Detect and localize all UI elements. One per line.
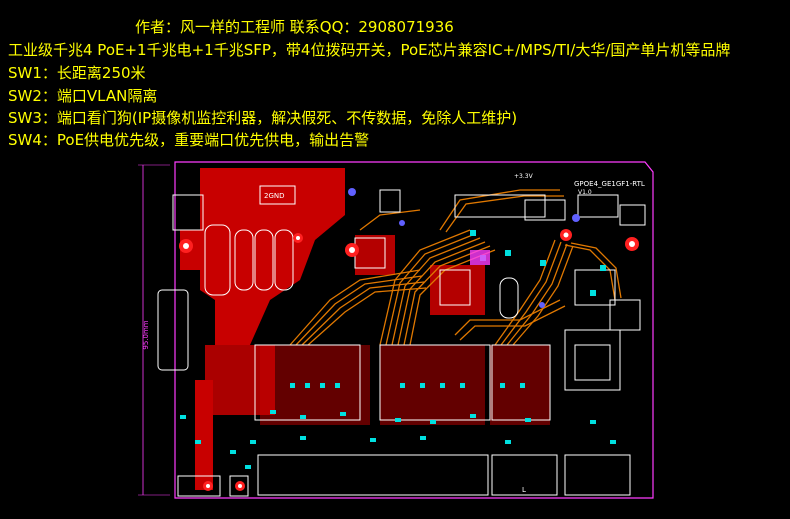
product-description-line: 工业级千兆4 PoE+1千兆电+1千兆SFP，带4位拨码开关，PoE芯片兼容IC…: [8, 41, 731, 59]
sw2-line: SW2：端口VLAN隔离: [8, 87, 158, 105]
dimension-label: 95.0mm: [142, 320, 150, 349]
gnd-label: 2GND: [264, 192, 285, 200]
board-name-label: GPOE4_GE1GF1-RTL: [574, 180, 645, 188]
dimension-marker: 95.0mm: [138, 164, 170, 496]
voltage-label: +3.3V: [514, 173, 534, 180]
copper-pour-left: [180, 168, 345, 490]
author-contact-line: 作者：风一样的工程师 联系QQ：2908071936: [135, 18, 454, 36]
board-outline: [174, 161, 654, 499]
board-version-label: V1.0: [578, 189, 592, 196]
smd-pads: [180, 230, 616, 469]
sw4-line: SW4：PoE供电优先级，重要端口优先供电，输出告警: [8, 131, 370, 149]
highlighted-component: [470, 250, 490, 265]
sw3-line: SW3：端口看门狗(IP摄像机监控利器，解决假死、不传数据，免除人工维护): [8, 109, 518, 127]
vias: [348, 188, 580, 308]
mounting-holes: [179, 229, 639, 491]
silkscreen-components: [157, 185, 646, 497]
sw1-line: SW1：长距离250米: [8, 64, 146, 82]
port-marker-label: L: [522, 486, 526, 494]
